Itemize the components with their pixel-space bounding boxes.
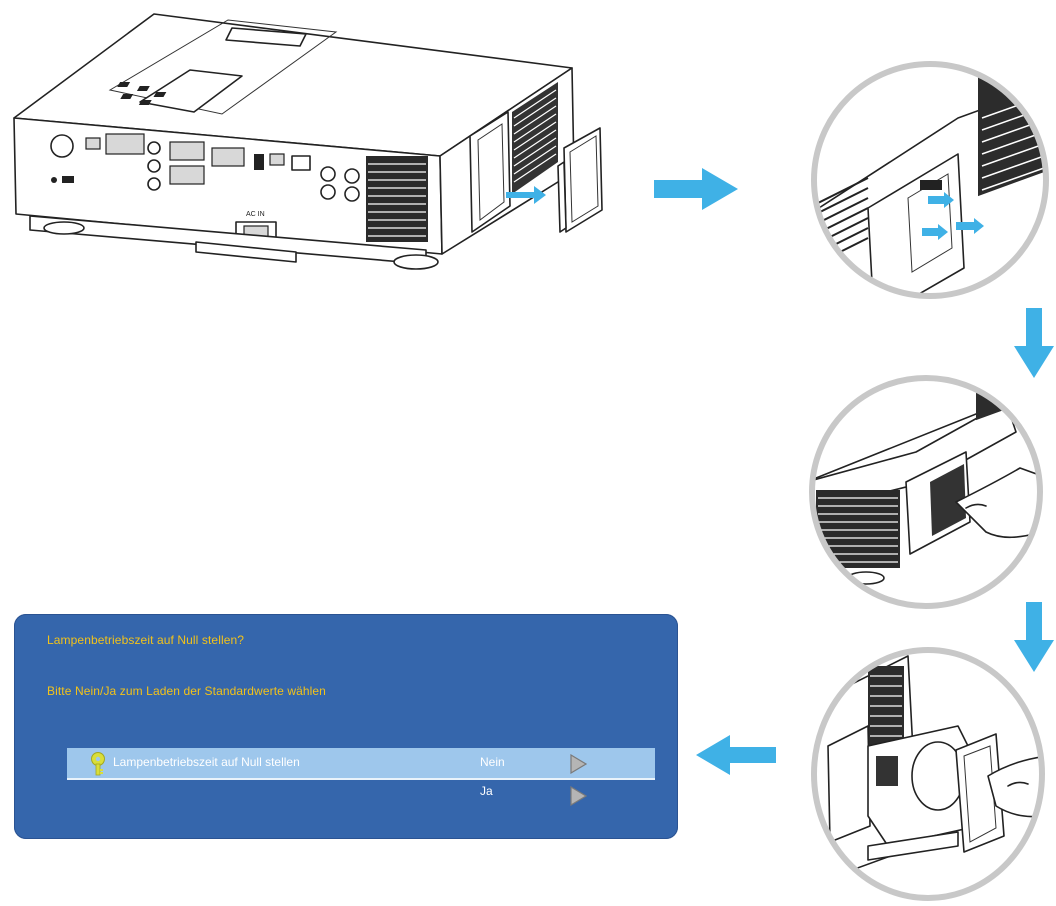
option-no-arrow-icon[interactable] (569, 754, 587, 774)
arrow-down-icon (1014, 602, 1054, 672)
dialog-hint: Bitte Nein/Ja zum Laden der Standardwert… (47, 684, 326, 698)
step-circle-open-lamp (809, 375, 1043, 609)
projector-illustration: AC IN (13, 13, 603, 270)
arrow-right-icon (654, 168, 738, 210)
side-vent (512, 82, 558, 194)
lamp-reset-row[interactable]: Lampenbetriebszeit auf Null stellen Nein (67, 748, 655, 780)
step-circle-remove-cover (811, 61, 1049, 299)
step-circle-pull-lamp (811, 647, 1045, 901)
lamp-cover-removed (557, 127, 603, 233)
dialog-question: Lampenbetriebszeit auf Null stellen? (47, 633, 245, 647)
lamp-key-icon (91, 752, 105, 776)
option-no[interactable]: Nein (480, 755, 505, 769)
lamp-reset-row-label: Lampenbetriebszeit auf Null stellen (113, 755, 300, 769)
arrow-down-icon (1014, 308, 1054, 378)
option-yes-arrow-icon[interactable] (569, 786, 587, 806)
front-vent (366, 156, 428, 242)
arrow-left-icon (696, 735, 776, 775)
option-yes[interactable]: Ja (480, 784, 493, 798)
lamp-reset-dialog: Lampenbetriebszeit auf Null stellen? Bit… (14, 614, 678, 839)
control-keypad (117, 69, 243, 113)
ac-in-label: AC IN (246, 211, 265, 218)
